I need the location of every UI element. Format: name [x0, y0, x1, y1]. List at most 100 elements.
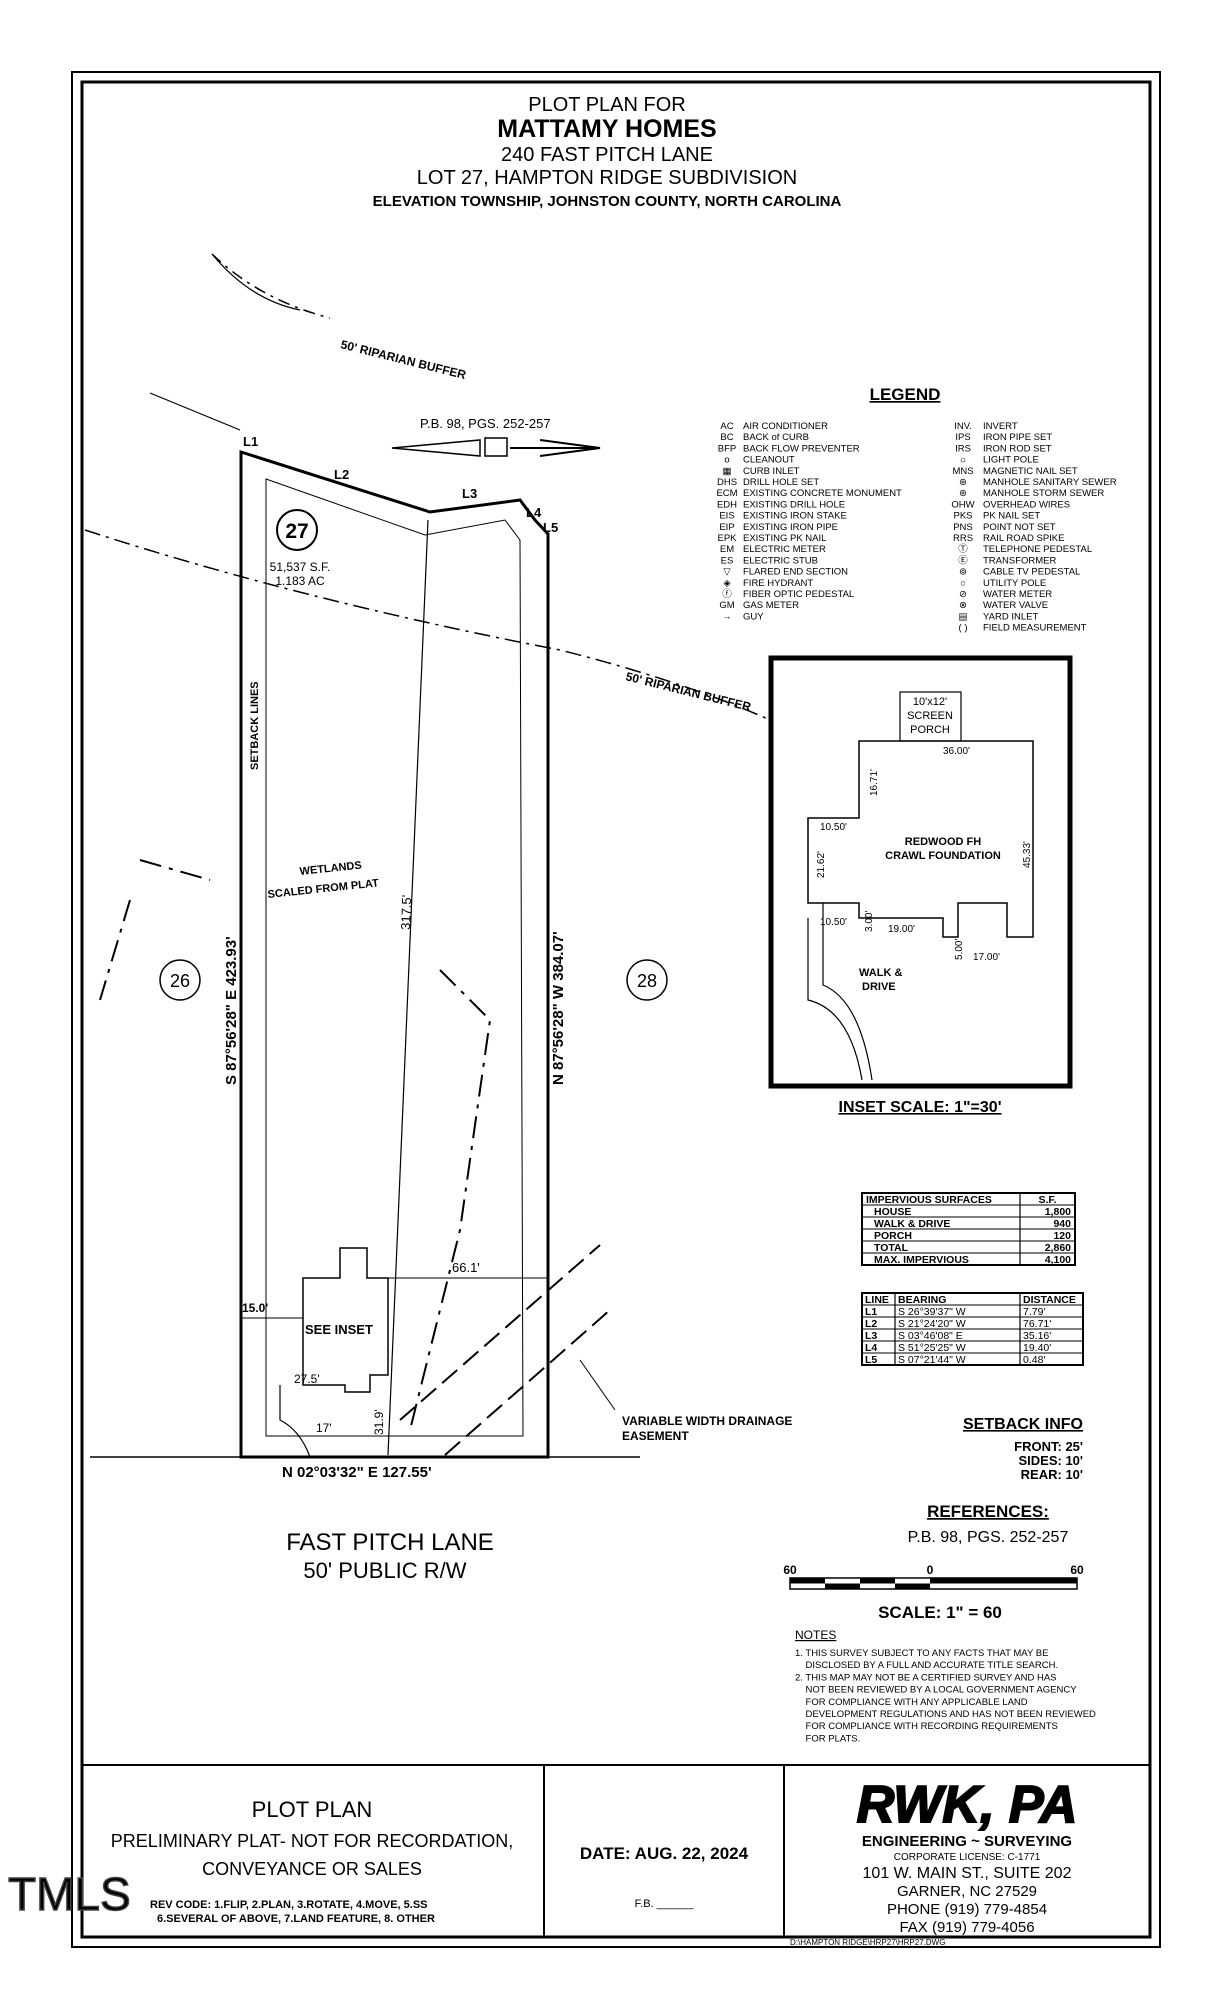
legend-item: POINT NOT SET: [983, 522, 1056, 533]
lot-area-sf: 51,537 S.F.: [270, 560, 331, 574]
legend-item: EXISTING IRON PIPE: [743, 522, 838, 533]
outer-border: [71, 71, 1161, 1948]
legend-abbr: ○: [960, 578, 966, 589]
inset-dim-4533: 45.33': [1022, 841, 1033, 868]
legend-item: DRILL HOLE SET: [743, 477, 819, 488]
inset-dim-2162: 21.62': [816, 851, 827, 878]
legend-item: PK NAIL SET: [983, 511, 1040, 522]
pb-reference: P.B. 98, PGS. 252-257: [420, 416, 551, 431]
impervious-value: 120: [1053, 1230, 1071, 1242]
legend-item: EXISTING IRON STAKE: [743, 511, 847, 522]
street-name: FAST PITCH LANE: [286, 1529, 494, 1556]
legend-item: FLARED END SECTION: [743, 567, 848, 578]
lot-27-circle: [276, 509, 318, 551]
scale-label-mid: 0: [927, 1563, 934, 1577]
impervious-header: S.F.: [1038, 1194, 1056, 1206]
legend-item: IRON ROD SET: [983, 443, 1052, 454]
legend-abbr: BC: [720, 432, 733, 443]
legend-item: MANHOLE SANITARY SEWER: [983, 477, 1117, 488]
scale-label-right: 60: [1070, 1563, 1084, 1577]
impervious-label: PORCH: [874, 1230, 912, 1242]
setback-title: SETBACK INFO: [963, 1416, 1083, 1433]
legend-item: GUY: [743, 611, 764, 622]
title-line2: MATTAMY HOMES: [497, 115, 716, 143]
legend-abbr: ⓕ: [722, 589, 732, 600]
legend-abbr: DHS: [717, 477, 737, 488]
tb-firm-4: GARNER, NC 27529: [897, 1883, 1037, 1900]
references: REFERENCES: P.B. 98, PGS. 252-257: [908, 1502, 1069, 1546]
drive-outline: [279, 1385, 311, 1458]
legend-abbr: RRS: [953, 533, 973, 544]
lines-cell: S 26°39'37" W: [898, 1306, 966, 1318]
tb-date: DATE: AUG. 22, 2024: [580, 1844, 749, 1863]
dim-319: 31.9': [372, 1409, 386, 1435]
title-line1: PLOT PLAN FOR: [528, 94, 685, 116]
setback-sides: SIDES: 10': [1018, 1453, 1083, 1468]
porch-label-1: 10'x12': [913, 696, 947, 708]
impervious-header: IMPERVIOUS SURFACES: [866, 1194, 992, 1206]
legend-abbr: EIP: [719, 522, 734, 533]
legend-abbr: IPS: [955, 432, 970, 443]
inset-dim-1900: 19.00': [888, 924, 915, 935]
setback-info: SETBACK INFO FRONT: 25' SIDES: 10' REAR:…: [963, 1416, 1083, 1482]
legend-title: LEGEND: [870, 385, 941, 404]
drainage-easement: [399, 1244, 611, 1456]
riparian-label-top: 50' RIPARIAN BUFFER: [339, 337, 468, 382]
legend-item: INVERT: [983, 421, 1018, 432]
impervious-label: WALK & DRIVE: [874, 1218, 950, 1230]
legend-item: FIRE HYDRANT: [743, 578, 813, 589]
inset-walk-label-2: DRIVE: [862, 981, 896, 993]
references-text: P.B. 98, PGS. 252-257: [908, 1529, 1069, 1546]
dim-17: 17': [316, 1421, 332, 1435]
scale-label-left: 60: [783, 1563, 797, 1577]
legend-abbr: ☼: [959, 455, 968, 466]
legend-item: IRON PIPE SET: [983, 432, 1052, 443]
plot-drawing: 50' RIPARIAN BUFFER 50' RIPARIAN BUFFER …: [84, 253, 792, 1583]
legend-abbr: INV.: [954, 421, 972, 432]
stream-line-2: [149, 392, 241, 431]
diagonal-measure-line: [387, 519, 429, 1456]
setback-front: FRONT: 25': [1014, 1439, 1083, 1454]
inset-house-label-2: CRAWL FOUNDATION: [885, 850, 1001, 862]
legend-abbr: EM: [720, 544, 734, 555]
inset-house-outline: [807, 740, 1034, 938]
title-line3: 240 FAST PITCH LANE: [501, 144, 713, 166]
title-line5: ELEVATION TOWNSHIP, JOHNSTON COUNTY, NOR…: [373, 193, 842, 210]
legend-abbr: EIS: [719, 511, 734, 522]
legend-abbr: IRS: [955, 443, 971, 454]
riparian-label-mid: 50' RIPARIAN BUFFER: [624, 669, 753, 714]
lines-cell: L3: [865, 1330, 877, 1342]
impervious-label: HOUSE: [874, 1206, 911, 1218]
tb-prelim-2: CONVEYANCE OR SALES: [202, 1859, 422, 1879]
west-boundary-bearing: S 87°56'28" E 423.93': [223, 936, 240, 1085]
legend-abbr: →: [722, 611, 732, 622]
inset-dim-1700: 17.00': [973, 952, 1000, 963]
legend-abbr: ⊘: [959, 589, 967, 600]
title-block: PLOT PLAN PRELIMINARY PLAT- NOT FOR RECO…: [82, 1764, 1150, 1947]
tb-file-path: D:\HAMPTON RIDGE\HRP27\HRP27.DWG: [790, 1938, 945, 1947]
legend-abbr: EPK: [717, 533, 737, 544]
wetlands-scaled-label: SCALED FROM PLAT: [267, 877, 380, 901]
inset-dim-300: 3.00': [864, 911, 875, 932]
tb-rev-1: REV CODE: 1.FLIP, 2.PLAN, 3.ROTATE, 4.MO…: [150, 1899, 428, 1911]
legend-abbr: ES: [721, 555, 734, 566]
legend-item: FIELD MEASUREMENT: [983, 623, 1087, 634]
tb-firm-1: ENGINEERING ~ SURVEYING: [862, 1833, 1072, 1850]
setback-line: [265, 478, 524, 1437]
lot-26-number: 26: [170, 971, 190, 991]
lines-cell: L5: [865, 1354, 877, 1366]
legend-abbr: AC: [720, 421, 733, 432]
legend-item: BACK FLOW PREVENTER: [743, 443, 860, 454]
porch-label-2: SCREEN: [907, 710, 953, 722]
legend-abbr: ◈: [723, 578, 731, 589]
tb-fb: F.B. ______: [635, 1898, 695, 1910]
inset-walk-label-1: WALK &: [859, 967, 902, 979]
legend-abbr: ⊛: [959, 488, 967, 499]
tb-rev-2: 6.SEVERAL OF ABOVE, 7.LAND FEATURE, 8. O…: [157, 1913, 435, 1925]
title-line4: LOT 27, HAMPTON RIDGE SUBDIVISION: [417, 167, 797, 189]
dim-15: 15.0': [242, 1301, 268, 1315]
tb-firm-6: FAX (919) 779-4056: [899, 1919, 1034, 1936]
lines-cell: S 03°46'08" E: [898, 1330, 963, 1342]
